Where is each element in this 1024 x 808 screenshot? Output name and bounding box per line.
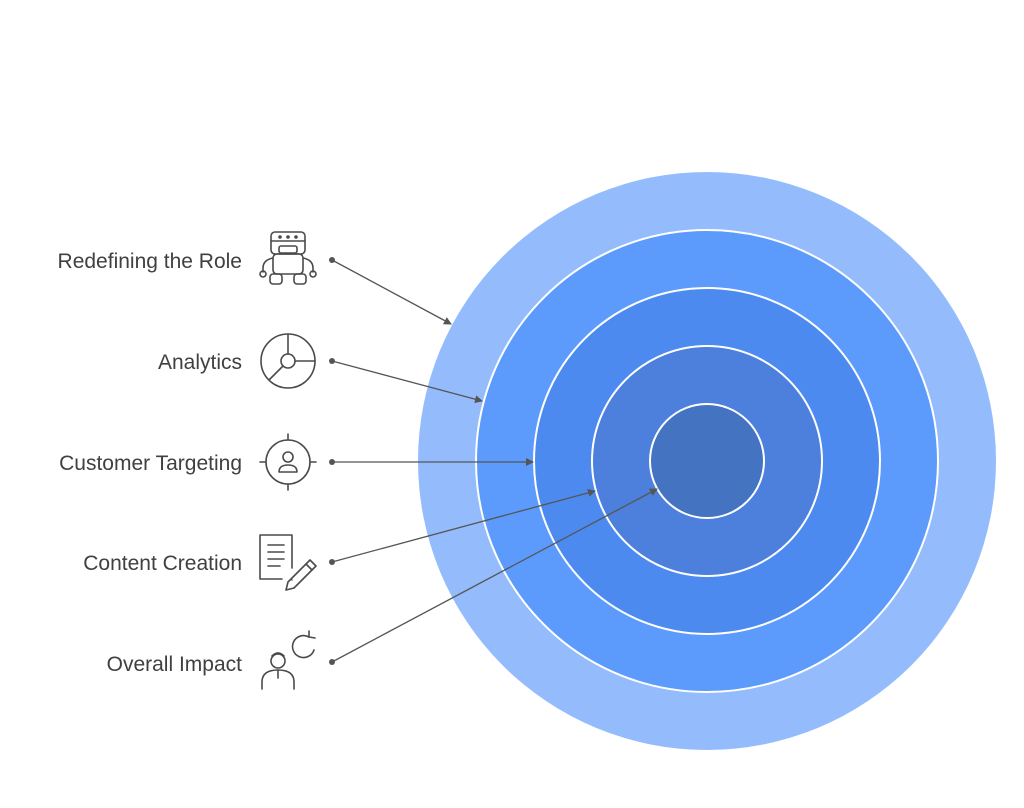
target-user-icon	[259, 433, 317, 491]
label-redefining-the-role: Redefining the Role	[58, 250, 242, 273]
label-overall-impact: Overall Impact	[107, 653, 243, 676]
connector-line-5	[331, 488, 658, 663]
label-analytics: Analytics	[158, 351, 242, 374]
document-pencil-icon	[259, 534, 317, 591]
person-refresh-icon	[261, 630, 316, 690]
connector-line-2	[331, 360, 483, 404]
label-customer-targeting: Customer Targeting	[59, 452, 242, 475]
connector-line-4	[331, 488, 596, 563]
target-rings	[418, 172, 996, 750]
pie-chart-icon	[260, 333, 316, 389]
ring-core	[649, 403, 765, 519]
labels: Redefining the Role Analytics Customer T…	[58, 250, 243, 676]
label-content-creation: Content Creation	[83, 552, 242, 575]
connector-line-1	[331, 259, 452, 325]
robot-icon	[259, 231, 317, 285]
connectors	[329, 257, 658, 665]
